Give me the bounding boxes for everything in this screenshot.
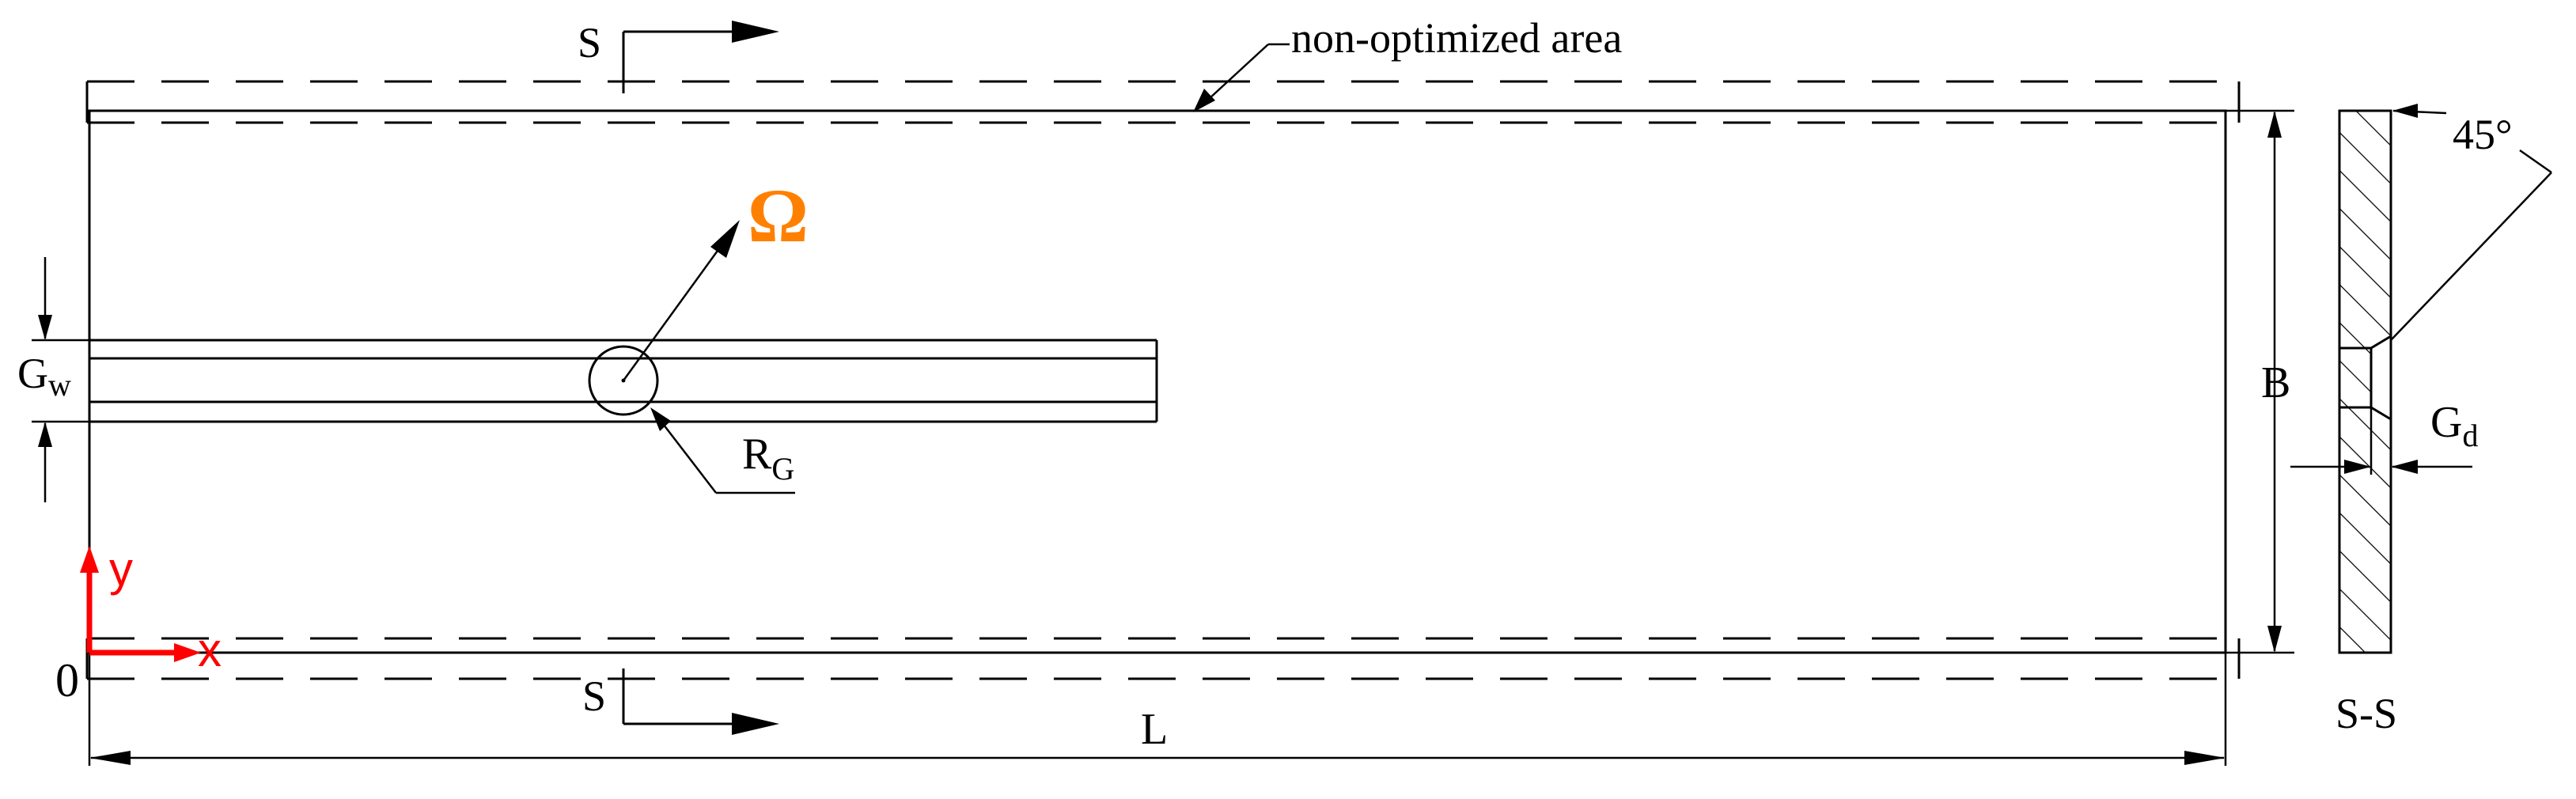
- groove-depth-dimension: [2290, 407, 2472, 475]
- omega-label: Ω: [748, 173, 809, 258]
- non-optimized-band-top: [85, 80, 2241, 124]
- length-dimension: [88, 653, 2227, 766]
- omega-leader: [622, 220, 740, 381]
- plate-outline: [88, 109, 2227, 654]
- x-axis-arrow: [174, 643, 201, 662]
- groove-depth-label: Gd: [2430, 398, 2478, 453]
- section-view: [2338, 109, 2392, 654]
- section-mark-bottom-label: S: [582, 672, 606, 720]
- section-mark-top: [622, 21, 779, 93]
- non-optimized-leader: [1193, 43, 1290, 112]
- axis-y-label: y: [109, 543, 133, 596]
- radius-leader: [650, 407, 795, 494]
- section-mark-bottom: [622, 668, 779, 735]
- non-optimized-band-bottom: [85, 637, 2241, 680]
- section-mark-top-label: S: [578, 19, 601, 66]
- height-dimension: [2226, 109, 2294, 654]
- groove-width-dimension: [32, 257, 89, 502]
- height-label: B: [2261, 358, 2290, 407]
- groove: [89, 339, 1158, 423]
- length-label: L: [1141, 705, 1168, 754]
- groove-circle: [588, 345, 659, 416]
- coordinate-axes: [80, 546, 201, 662]
- axis-x-label: x: [198, 623, 222, 676]
- y-axis-arrow: [80, 546, 99, 573]
- angle-leader: [2390, 104, 2552, 341]
- section-view-label: S-S: [2335, 690, 2397, 737]
- origin-label: 0: [55, 654, 79, 706]
- angle-label: 45°: [2453, 111, 2513, 158]
- non-optimized-label: non-optimized area: [1291, 14, 1622, 62]
- section-hatch: [2339, 111, 2391, 653]
- radius-label: RG: [742, 430, 794, 487]
- groove-width-label: Gw: [17, 350, 71, 403]
